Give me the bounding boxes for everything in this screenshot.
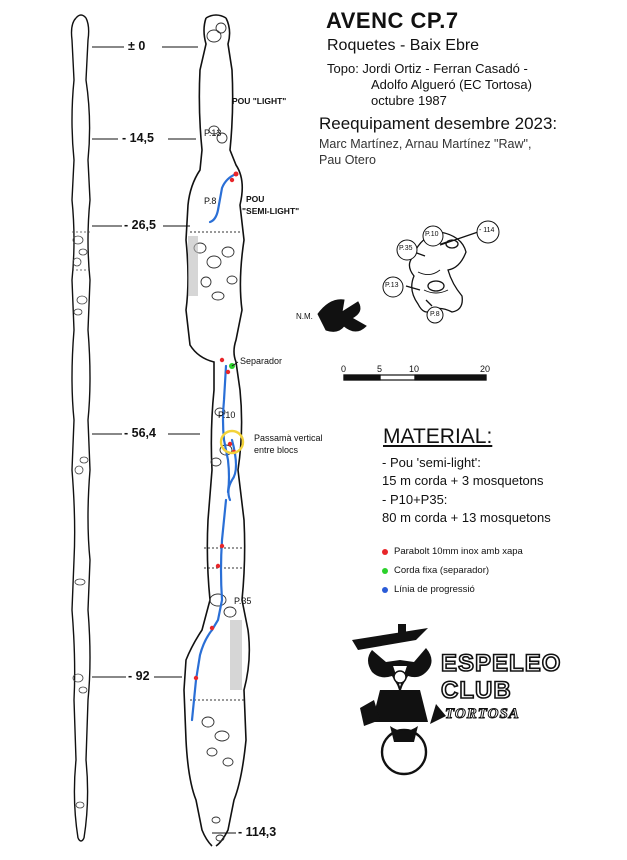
- depth-label-26-5: - 26,5: [124, 218, 156, 232]
- legend-dot-blue: [382, 586, 388, 593]
- depth-label-92: - 92: [128, 669, 150, 683]
- scale-bar: [343, 374, 487, 381]
- label-passama-2: entre blocs: [254, 445, 299, 455]
- legend-item-progression: Línia de progressió: [382, 584, 475, 595]
- material-title: MATERIAL:: [383, 425, 493, 448]
- club-name-line3: TORTOSA: [445, 706, 520, 723]
- depth-leaders: [92, 46, 236, 834]
- scale-tick-5: 5: [377, 364, 383, 374]
- topo-credits-line3: octubre 1987: [371, 93, 447, 108]
- plan-label-p8: P.8: [430, 311, 440, 318]
- plan-label-p35: P.35: [399, 245, 413, 252]
- legend-dot-red: [382, 548, 388, 555]
- depth-label-114-3: - 114,3: [238, 825, 277, 839]
- depth-label-14-5: - 14,5: [122, 131, 154, 145]
- label-p8: P.8: [204, 196, 217, 206]
- depth-label-0: ± 0: [128, 39, 146, 53]
- legend-label-bolt: Parabolt 10mm inox amb xapa: [394, 546, 523, 557]
- label-pou-semi-2: "SEMI-LIGHT": [242, 206, 300, 216]
- plan-view: [405, 231, 479, 313]
- topo-credits-line1: Topo: Jordi Ortiz - Ferran Casadó -: [327, 61, 528, 76]
- label-separador: Separador: [240, 356, 283, 366]
- club-name-line1: ESPELEO: [440, 649, 562, 678]
- label-p13: P.13: [204, 128, 222, 138]
- material-line1: - Pou 'semi-light':: [382, 455, 481, 470]
- topo-credits-line2: Adolfo Algueró (EC Tortosa): [371, 77, 532, 92]
- label-pou-semi-1: POU: [246, 194, 265, 204]
- depth-label-56-4: - 56,4: [124, 426, 156, 440]
- cross-section: [183, 14, 251, 847]
- label-p10: P.10: [218, 410, 236, 420]
- location-subtitle: Roquetes - Baix Ebre: [327, 37, 480, 54]
- label-p35: P.35: [234, 596, 252, 606]
- reequipment-title: Reequipament desembre 2023:: [319, 114, 558, 133]
- material-line3: - P10+P35:: [382, 492, 448, 507]
- plan-label-114: - 114: [479, 227, 495, 234]
- long-section: [70, 14, 91, 842]
- bolts: [193, 171, 239, 681]
- long-section-blocks: [72, 231, 90, 809]
- legend-item-bolt: Parabolt 10mm inox amb xapa: [382, 546, 523, 557]
- club-name-line2: CLUB: [440, 676, 512, 705]
- north-label: N.M.: [296, 312, 313, 321]
- legend-dot-green: [382, 567, 388, 574]
- club-logo: [352, 624, 446, 776]
- north-arrow: [317, 299, 367, 332]
- rope-progression: [190, 172, 238, 722]
- legend-label-progression: Línia de progressió: [394, 584, 475, 595]
- passama-highlight: [219, 429, 245, 455]
- plan-callouts: [382, 220, 500, 324]
- legend-label-fixed-rope: Corda fixa (separador): [394, 565, 490, 576]
- plan-label-p13: P.13: [385, 282, 399, 289]
- scale-tick-10: 10: [409, 364, 420, 374]
- legend-item-fixed-rope: Corda fixa (separador): [382, 565, 489, 576]
- plan-label-p10: P.10: [425, 231, 439, 238]
- reequipment-names-line1: Marc Martínez, Arnau Martínez "Raw",: [319, 137, 532, 151]
- reequipment-names-line2: Pau Otero: [319, 153, 376, 167]
- label-passama-1: Passamà vertical: [254, 433, 323, 443]
- material-line4: 80 m corda + 13 mosquetons: [382, 510, 551, 525]
- shaded-walls: [188, 236, 242, 690]
- material-line2: 15 m corda + 3 mosquetons: [382, 473, 544, 488]
- scale-tick-20: 20: [480, 364, 491, 374]
- separador-leader: [231, 361, 239, 367]
- scale-tick-0: 0: [341, 364, 347, 374]
- page-title: AVENC CP.7: [326, 8, 459, 33]
- label-pou-light: POU "LIGHT": [232, 96, 287, 106]
